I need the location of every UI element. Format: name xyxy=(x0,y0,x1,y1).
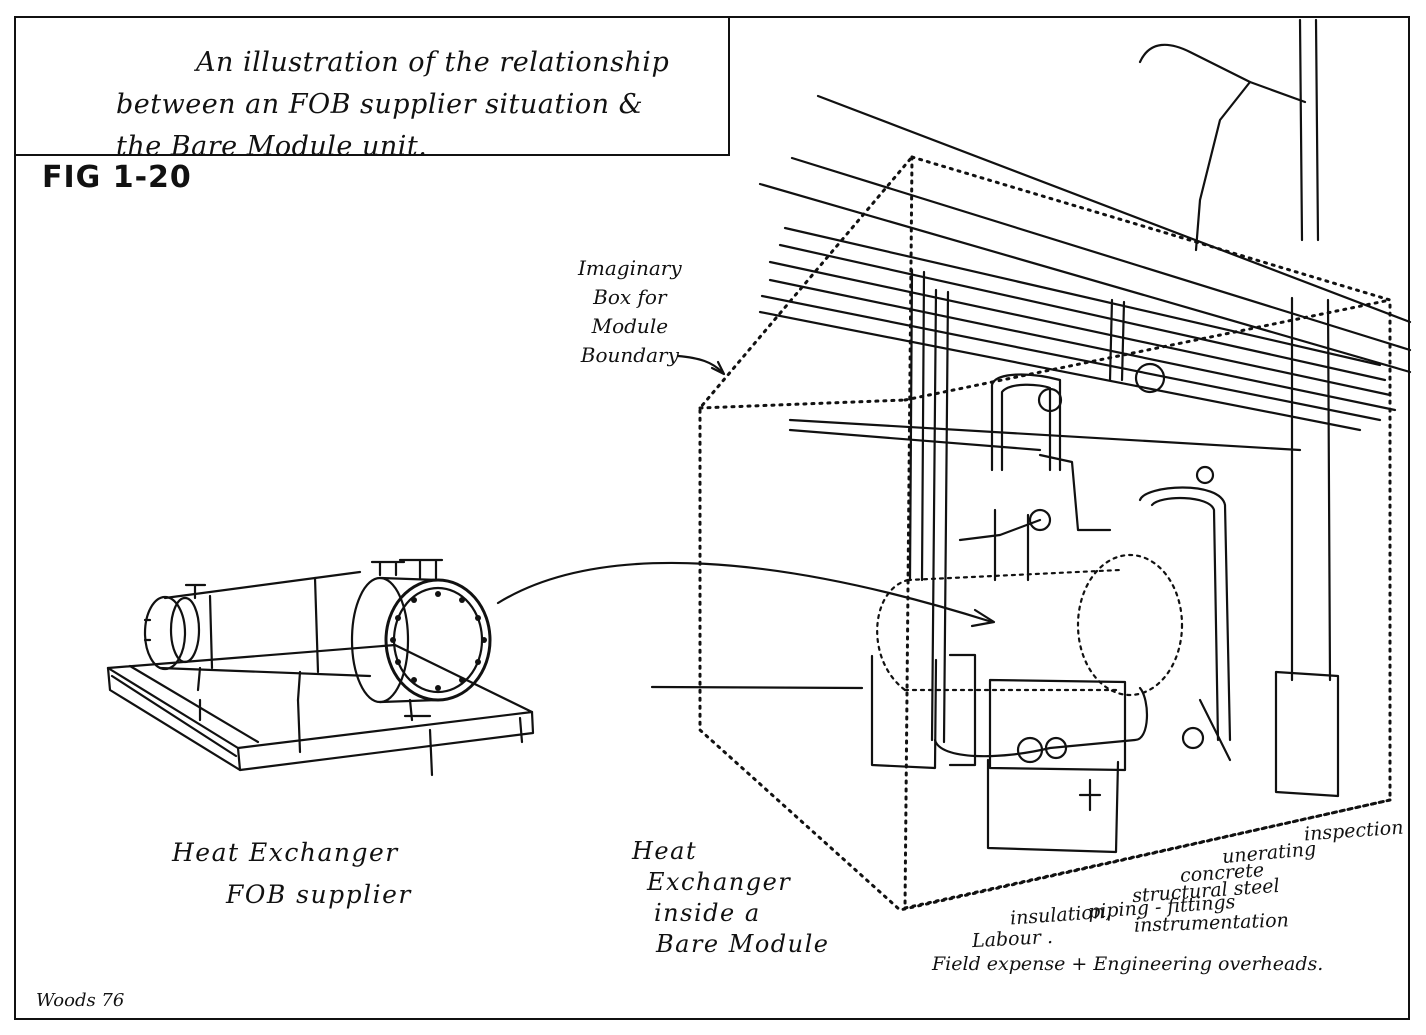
figure-caption: An illustration of the relationship betw… xyxy=(116,42,736,168)
fob-label-line-1: Heat Exchanger xyxy=(172,838,399,867)
box-label-line-1: Imaginary xyxy=(578,254,682,283)
figure-label: FIG 1-20 xyxy=(42,160,192,195)
box-label-line-3: Module xyxy=(578,312,682,341)
artist-signature: Woods 76 xyxy=(36,990,124,1011)
bare-module-label-line-3: inside a xyxy=(632,898,829,929)
caption-line-2: between an FOB supplier situation & xyxy=(116,84,736,126)
bare-module-label-line-1: Heat xyxy=(632,836,829,867)
imaginary-box-label: Imaginary Box for Module Boundary xyxy=(578,254,682,370)
bare-module-label-line-4: Bare Module xyxy=(632,929,829,960)
bare-module-label: Heat Exchanger inside a Bare Module xyxy=(632,836,829,960)
caption-box: An illustration of the relationship betw… xyxy=(14,16,730,156)
bare-module-label-line-2: Exchanger xyxy=(632,867,829,898)
heat-exchanger-fob-drawing xyxy=(108,560,533,775)
fob-label-line-2: FOB supplier xyxy=(226,880,412,909)
caption-line-1: An illustration of the relationship xyxy=(116,42,736,84)
bare-module-drawing xyxy=(678,20,1410,910)
caption-line-3: the Bare Module unit. xyxy=(116,126,736,168)
cost-item: Field expense + Engineering overheads. xyxy=(932,953,1323,975)
cost-item: Labour . xyxy=(971,926,1053,952)
box-label-line-4: Boundary xyxy=(578,341,682,370)
transition-arrow xyxy=(498,563,992,622)
box-label-line-2: Box for xyxy=(578,283,682,312)
